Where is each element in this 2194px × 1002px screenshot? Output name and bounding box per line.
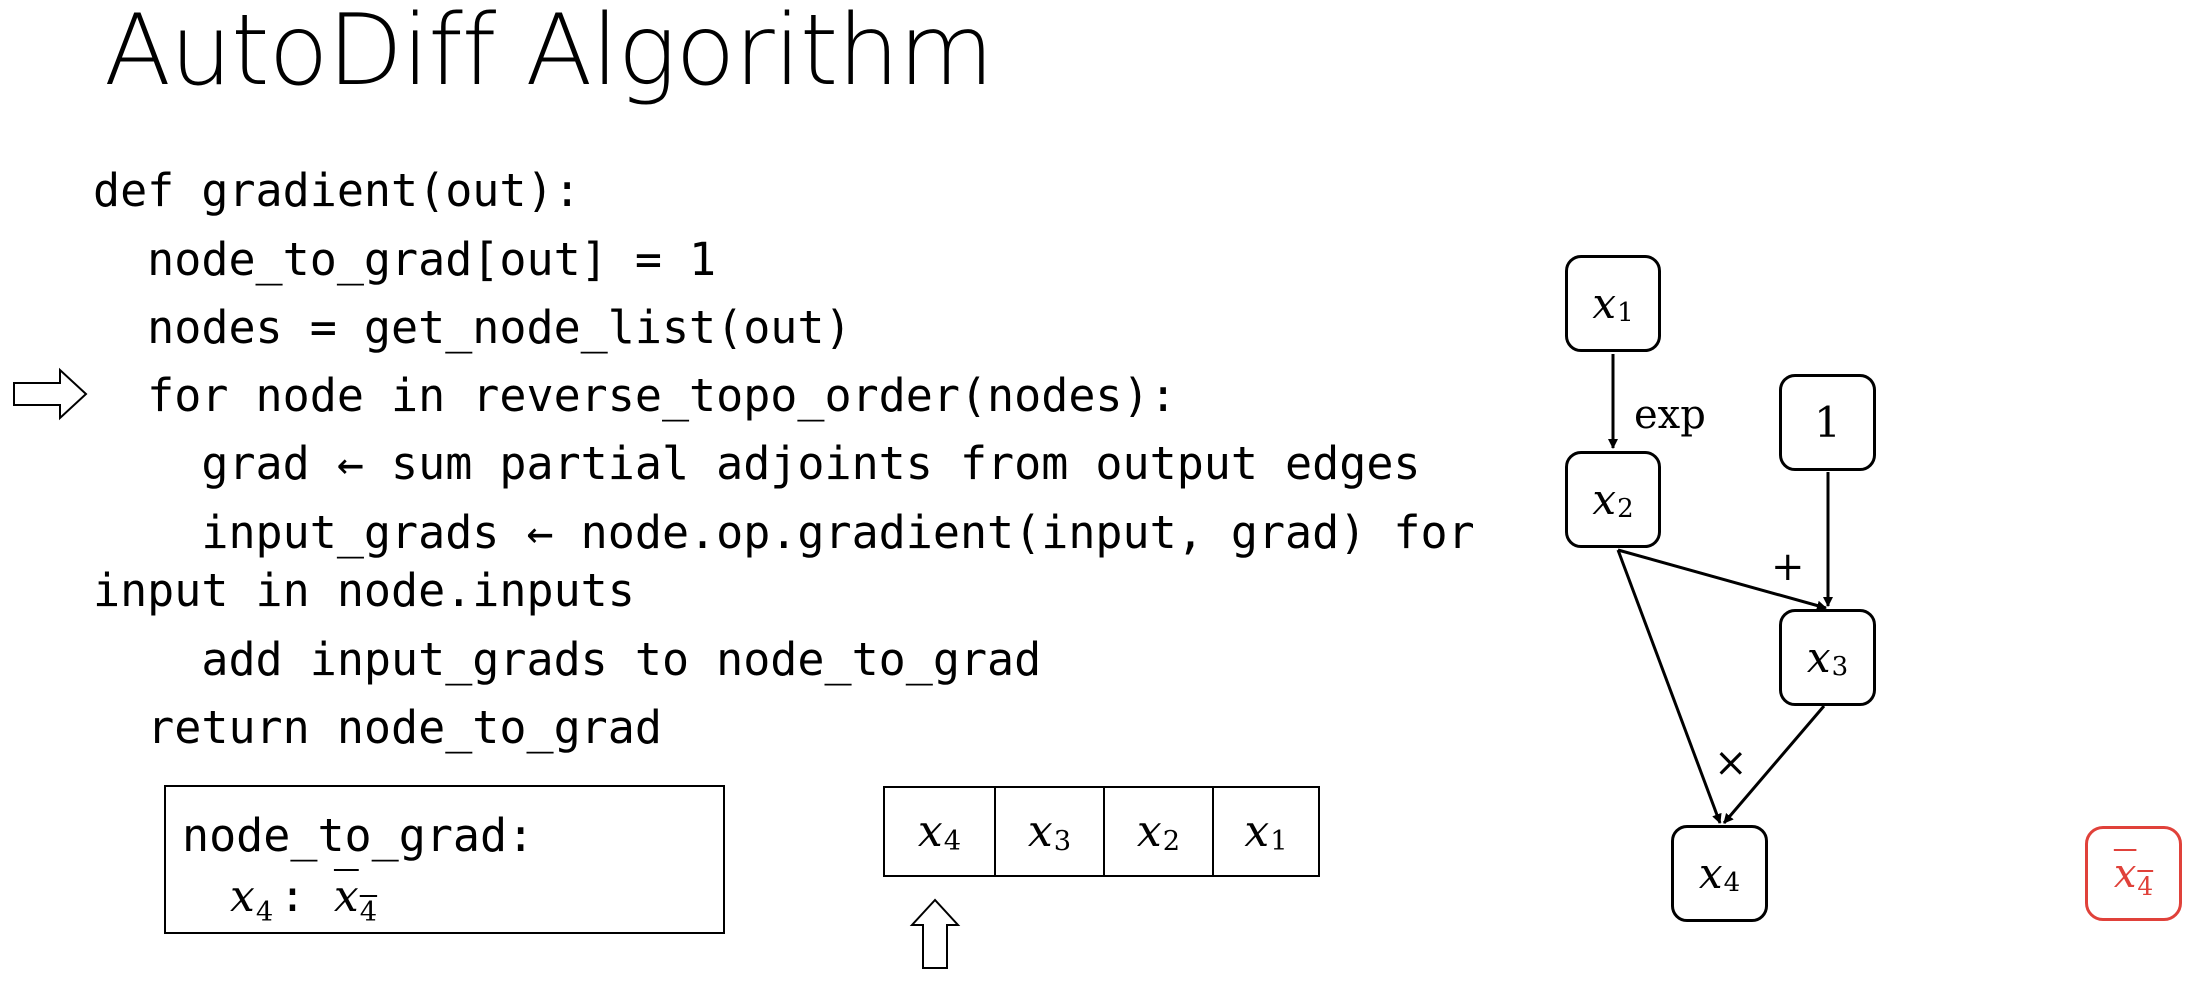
code-line-3: nodes = get_node_list(out) <box>93 301 852 354</box>
order-cell-sub: 3 <box>1053 825 1072 857</box>
entry-sep: : <box>279 871 306 922</box>
node-to-grad-entry: x4: x4 <box>230 871 377 928</box>
order-cell-sub: 1 <box>1270 825 1288 857</box>
code-line-7: input in node.inputs <box>93 564 635 617</box>
edge-label-exp: exp <box>1634 392 1706 438</box>
code-line-9: return node_to_grad <box>93 701 662 754</box>
node-sub: 3 <box>1831 651 1849 682</box>
node-sub: 1 <box>1617 297 1634 328</box>
edge-label-plus: + <box>1771 544 1805 590</box>
entry-val-var: x <box>333 871 359 922</box>
edge-x3-x4 <box>1722 705 1826 824</box>
order-cell-var: x <box>917 806 943 857</box>
order-cell-var: x <box>1244 806 1270 857</box>
order-cell-sub: 2 <box>1162 825 1181 857</box>
edge-x2-x4 <box>1616 549 1722 824</box>
graph-node-one: 1 <box>1779 374 1876 471</box>
node-var: x <box>1698 849 1723 898</box>
edge-x2-x3 <box>1617 548 1827 611</box>
code-line-8: add input_grads to node_to_grad <box>93 633 1042 686</box>
node-sub: 2 <box>1617 493 1634 524</box>
node-var: x <box>1592 279 1617 328</box>
entry-val-sub: 4 <box>359 896 378 928</box>
code-line-6: input_grads ← node.op.gradient(input, gr… <box>93 506 1475 559</box>
order-cell-var: x <box>1136 806 1162 857</box>
entry-key-var: x <box>230 871 255 922</box>
code-line-5: grad ← sum partial adjoints from output … <box>93 437 1421 490</box>
node-to-grad-header: node_to_grad: <box>182 809 535 862</box>
node-to-grad-box: node_to_grad: x4: x4 <box>164 785 725 934</box>
edge-label-times: × <box>1714 740 1748 786</box>
code-line-4: for node in reverse_topo_order(nodes): <box>93 369 1177 422</box>
highlighted-adjoint: x4 <box>2085 826 2182 921</box>
node-label: 1 <box>1814 398 1841 447</box>
order-cell-var: x <box>1027 806 1053 857</box>
code-line-2: node_to_grad[out] = 1 <box>93 233 717 286</box>
node-sub: 4 <box>1723 867 1741 898</box>
entry-value: x4 <box>333 871 377 928</box>
node-var: x <box>1592 475 1617 524</box>
code-line-1: def gradient(out): <box>93 164 581 217</box>
highlight-var: x <box>2113 850 2137 897</box>
entry-key-sub: 4 <box>255 896 274 928</box>
up-arrow-icon <box>909 898 961 969</box>
right-arrow-icon <box>13 367 88 421</box>
highlight-sub: 4 <box>2137 872 2154 902</box>
slide-title: AutoDiff Algorithm <box>104 0 994 108</box>
node-var: x <box>1806 633 1831 682</box>
order-cell-sub: 4 <box>943 825 962 857</box>
highlight-value: x4 <box>2113 850 2153 902</box>
